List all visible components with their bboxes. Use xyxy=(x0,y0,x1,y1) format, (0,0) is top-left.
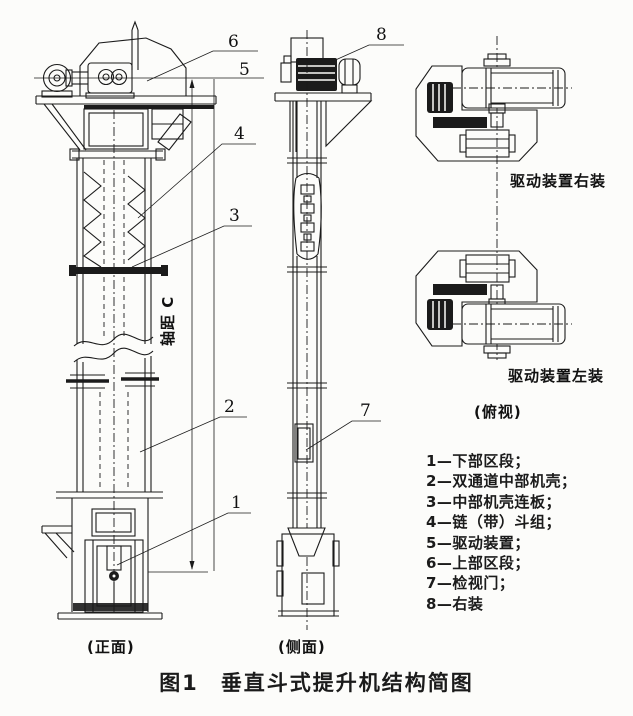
legend-item-7: 7—检视门； xyxy=(426,574,515,593)
side-view: 8 7 (侧面) xyxy=(274,25,404,656)
side-chain-cutaway xyxy=(293,172,322,260)
upper-section xyxy=(83,108,184,150)
detail-motor xyxy=(427,299,453,330)
callout-1: 1 xyxy=(231,493,242,513)
middle-casing xyxy=(76,110,152,612)
front-view-label: (正面) xyxy=(87,638,135,656)
left-mounted-label: 驱动装置左装 xyxy=(508,367,604,385)
lower-casing xyxy=(66,356,159,492)
callout-2: 2 xyxy=(224,397,235,417)
side-view-label: (侧面) xyxy=(278,638,326,656)
boot-section xyxy=(41,491,163,620)
top-view-label: (俯视) xyxy=(474,403,522,421)
legend: 1—下部区段； 2—双通道中部机壳； 3—中部机壳连板； 4—链（带）斗组； 5… xyxy=(426,451,626,614)
pulley-box xyxy=(459,129,516,158)
detail-motor xyxy=(427,82,453,113)
side-boot xyxy=(276,527,340,617)
vent-pipe xyxy=(131,20,139,70)
callout-8: 8 xyxy=(376,25,387,45)
drive-left-mounted: 驱动装置左装 (俯视) xyxy=(415,222,604,421)
coupling-bar xyxy=(433,117,487,128)
callout-5: 5 xyxy=(239,60,250,80)
callout-6: 6 xyxy=(228,32,239,52)
front-gearbox xyxy=(85,62,135,99)
head-housing xyxy=(79,37,187,96)
connecting-plate xyxy=(69,265,168,276)
side-platform xyxy=(274,92,373,152)
front-callouts: 6 5 4 3 2 1 xyxy=(116,32,258,566)
casing-break xyxy=(73,333,154,363)
front-motor xyxy=(41,63,88,98)
box-top xyxy=(459,254,516,283)
platform-outline xyxy=(415,250,538,347)
callout-7: 7 xyxy=(360,401,371,421)
side-motor xyxy=(280,55,361,94)
legend-item-5: 5—驱动装置； xyxy=(426,533,530,552)
axis-distance-dimension: 轴距 C xyxy=(148,79,215,573)
bucket-chain xyxy=(83,171,146,268)
inspection-door xyxy=(294,423,314,463)
axis-distance-label: 轴距 C xyxy=(159,296,177,346)
side-callouts: 8 7 xyxy=(305,25,404,451)
legend-item-4: 4—链（带）斗组； xyxy=(426,513,561,532)
legend-item-8: 8—右装 xyxy=(426,594,484,613)
legend-item-1: 1—下部区段； xyxy=(426,452,530,470)
legend-item-2: 2—双通道中部机壳； xyxy=(426,472,577,491)
callout-4: 4 xyxy=(234,124,245,144)
legend-item-3: 3—中部机壳连板； xyxy=(426,492,561,511)
legend-item-6: 6—上部区段； xyxy=(426,554,530,573)
figure-title: 垂直斗式提升机结构简图 xyxy=(220,671,474,695)
figure-number: 图1 xyxy=(159,671,199,695)
platform-outline xyxy=(415,65,538,162)
front-view: 轴距 C 6 5 4 3 2 1 (正面) xyxy=(34,20,264,656)
drive-drum xyxy=(452,303,572,359)
figure-caption: 图1 垂直斗式提升机结构简图 xyxy=(0,667,633,697)
head-braces xyxy=(43,103,192,151)
head-platform xyxy=(35,95,217,109)
callout-3: 3 xyxy=(229,206,240,226)
right-mounted-label: 驱动装置右装 xyxy=(510,172,606,190)
shaft-block xyxy=(488,103,506,128)
coupling-bar xyxy=(433,284,487,295)
casing-top-flange xyxy=(69,148,166,161)
drive-drum xyxy=(452,53,572,109)
drive-right-mounted: 驱动装置右装 xyxy=(415,36,606,220)
